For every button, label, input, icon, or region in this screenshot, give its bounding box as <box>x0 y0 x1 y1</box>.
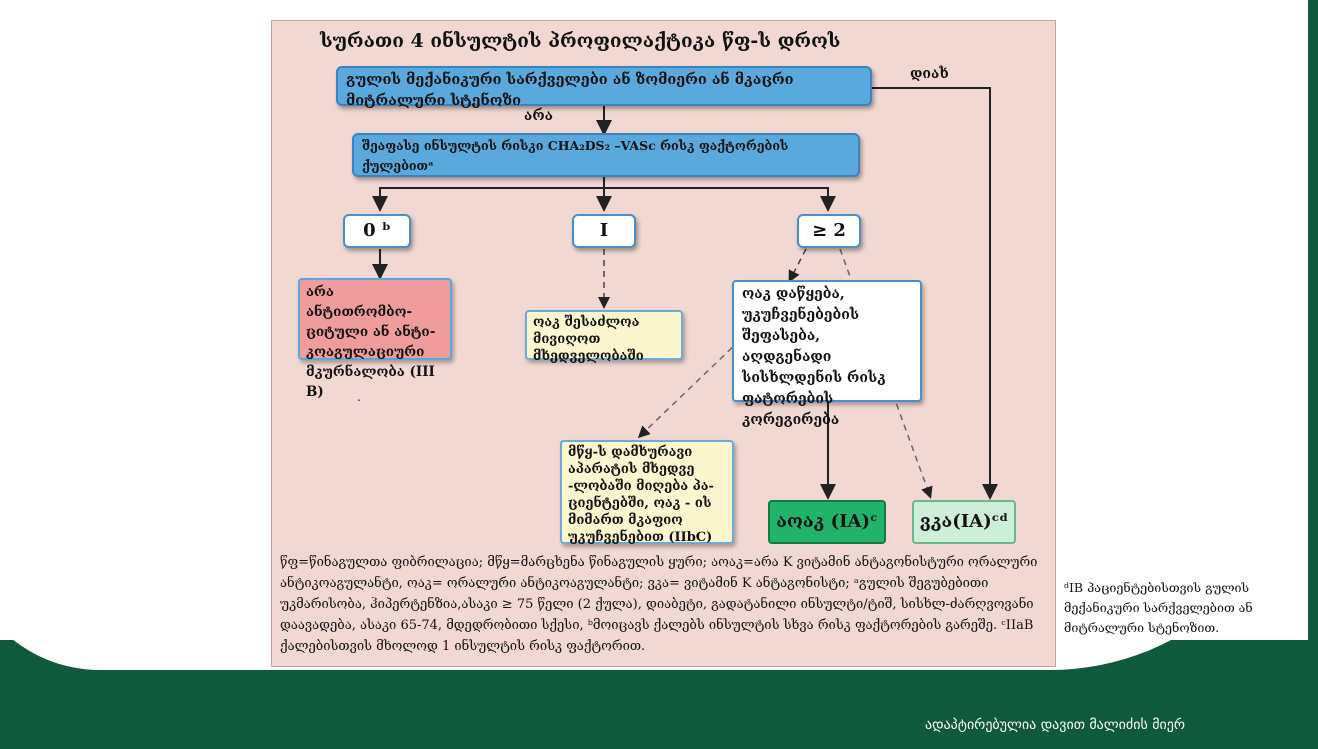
score-one-node: I <box>572 214 636 248</box>
score-two-plus-node: ≥ 2 <box>797 214 861 248</box>
side-note: ᵈIB პაციენტებისთვის გულის მექანიკური სარ… <box>1064 580 1253 635</box>
score-zero-node: 0 ᵇ <box>343 214 411 248</box>
start-oac-box: ოაკ დაწყება, უკუჩვენებების შეფასება, აღდ… <box>732 280 922 428</box>
footnote-text: წფ=წინაგულთა ფიბრილაცია; მწყ=მარცხენა წი… <box>280 555 1038 654</box>
vka-box: ვკა(IA)ᶜᵈ <box>912 500 1016 544</box>
dot-mark: . <box>357 390 361 404</box>
label-no: არა <box>524 108 553 124</box>
credit-text: ადაპტირებულია დავით მალიძის მიერ <box>925 717 1186 733</box>
noac-box: აოაკ (IA)ᶜ <box>768 500 886 544</box>
diagram-title: სურათი 4 ინსულტის პროფილაქტიკა წფ-ს დროს <box>320 30 841 52</box>
no-therapy-box: არა ანტითრომბო-ციტული ან ანტი-კოაგულაციუ… <box>298 278 452 400</box>
label-yes: დიახ <box>910 66 949 82</box>
risk-assessment-box: შეაფასე ინსულტის რისკი CHA₂DS₂ –VASc რის… <box>352 133 860 177</box>
consider-oac-box: ოაკ შესაძლოა მივიღოთ მხედველობაში <box>525 310 683 364</box>
valve-stenosis-box: გულის მექანიკური სარქველები ან ზომიერი ა… <box>336 66 872 109</box>
laa-occlusion-box: მწყ-ს დამხურავი აპარატის მხედვე -ლობაში … <box>560 440 734 545</box>
right-edge-strip <box>1308 0 1318 749</box>
